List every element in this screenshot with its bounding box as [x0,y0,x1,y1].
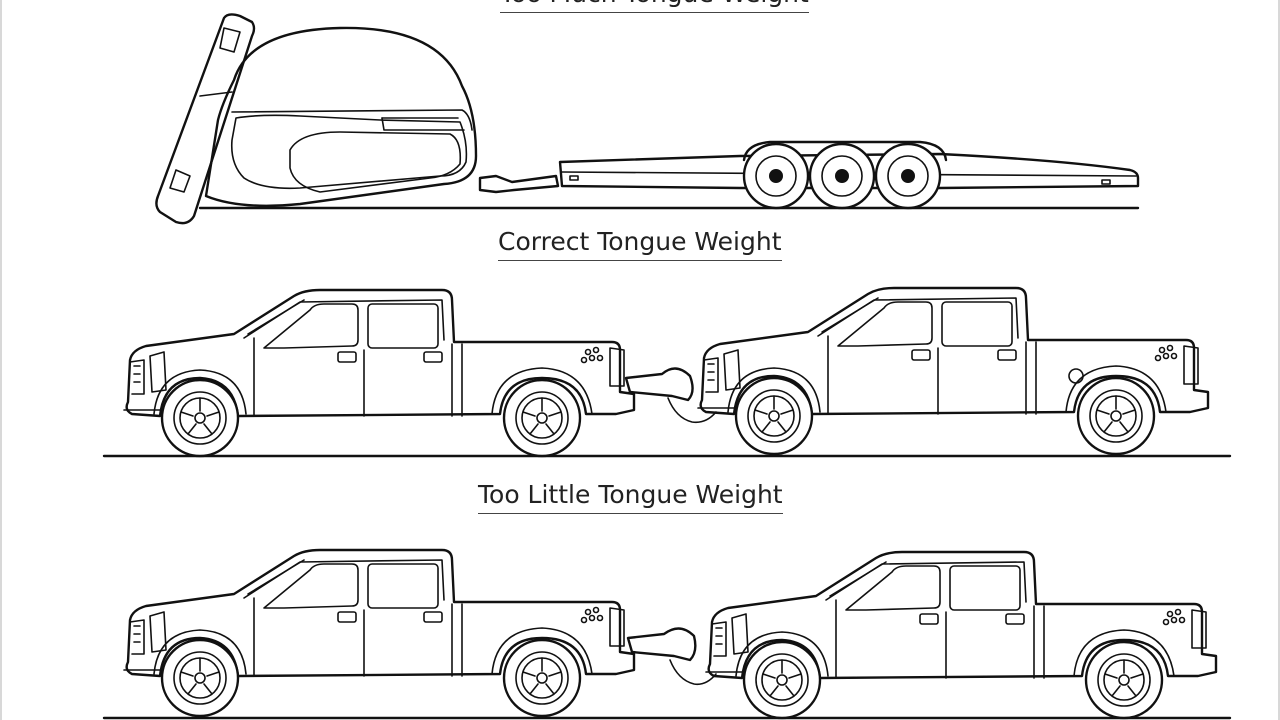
too-much-tongue-weight-illustration [155,13,1140,225]
caption-too-much-tongue-weight: Too Much Tongue Weight [500,0,809,13]
caption-too-little-tongue-weight: Too Little Tongue Weight [478,481,783,514]
correct-tongue-weight-illustration [102,288,1232,458]
caption-correct-tongue-weight: Correct Tongue Weight [498,228,782,261]
too-little-tongue-weight-illustration [102,550,1232,720]
